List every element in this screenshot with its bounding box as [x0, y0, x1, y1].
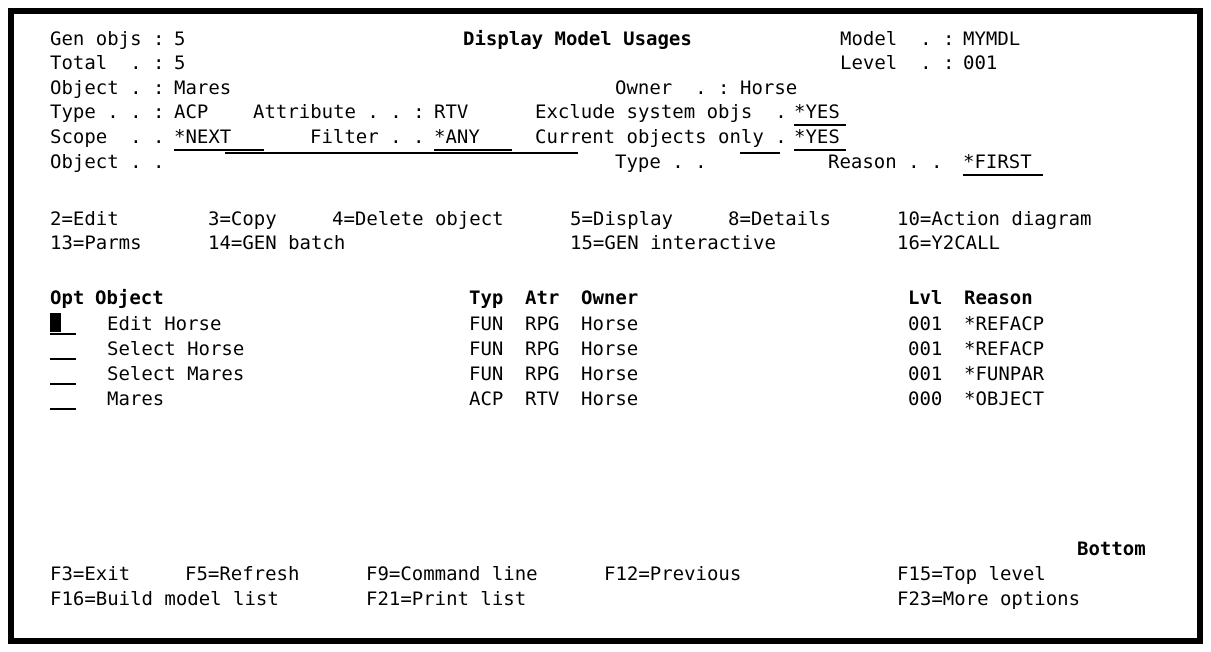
fkey-f9-command-line[interactable]: F9=Command line [366, 563, 538, 585]
fkey-f5-refresh[interactable]: F5=Refresh [185, 563, 300, 585]
reason-label: Reason . . [828, 151, 943, 173]
page-title: Display Model Usages [463, 28, 692, 50]
fkey-f23-more-options[interactable]: F23=More options [897, 588, 1081, 610]
column-header-lvl: Lvl [908, 287, 943, 309]
row-2-object: Select Horse [107, 338, 245, 360]
model-value: MYMDL [963, 28, 1021, 50]
option-3-copy[interactable]: 3=Copy [208, 208, 277, 230]
option-2-edit[interactable]: 2=Edit [50, 208, 119, 230]
option-13-parms[interactable]: 13=Parms [50, 232, 142, 254]
row-2-owner: Horse [581, 338, 639, 360]
option-4-delete-object[interactable]: 4=Delete object [332, 208, 504, 230]
type-value: ACP [174, 101, 209, 123]
scope-label: Scope . . [50, 126, 165, 148]
option-8-details[interactable]: 8=Details [728, 208, 831, 230]
row-2-opt-input[interactable] [50, 338, 76, 360]
column-header-atr: Atr [525, 287, 560, 309]
row-1-lvl: 001 [908, 313, 943, 335]
row-3-object: Select Mares [107, 363, 245, 385]
option-16-y2call[interactable]: 16=Y2CALL [897, 232, 1000, 254]
row-3-opt-input[interactable] [50, 363, 76, 385]
exclude-system-objs-field[interactable]: *YES [794, 101, 846, 126]
type-filter-label: Type . . [615, 151, 707, 173]
row-2-atr: RPG [525, 338, 560, 360]
fkey-f12-previous[interactable]: F12=Previous [604, 563, 742, 585]
object-filter-label: Object . . [50, 151, 165, 173]
row-2-typ: FUN [469, 338, 504, 360]
attribute-label: Attribute . . : [253, 101, 425, 123]
filter-field[interactable]: *ANY [434, 126, 512, 151]
row-4-owner: Horse [581, 388, 639, 410]
row-3-atr: RPG [525, 363, 560, 385]
model-label: Model . : [840, 28, 955, 50]
fkey-f16-build-model-list[interactable]: F16=Build model list [50, 588, 279, 610]
total-label: Total . : [50, 52, 165, 74]
fkey-f3-exit[interactable]: F3=Exit [50, 563, 131, 585]
row-2-lvl: 001 [908, 338, 943, 360]
gen-objs-value: 5 [174, 28, 186, 50]
gen-objs-label: Gen objs : [50, 28, 165, 50]
row-4-reason: *OBJECT [964, 388, 1045, 410]
filter-label: Filter . . [310, 126, 425, 148]
row-3-lvl: 001 [908, 363, 943, 385]
column-header-reason: Reason [964, 287, 1033, 309]
option-14-gen-batch[interactable]: 14=GEN batch [208, 232, 346, 254]
option-5-display[interactable]: 5=Display [570, 208, 673, 230]
row-4-lvl: 000 [908, 388, 943, 410]
list-position-indicator: Bottom [1077, 538, 1146, 560]
current-objects-only-field[interactable]: *YES [794, 126, 846, 151]
type-filter-field[interactable] [740, 151, 780, 154]
row-1-object: Edit Horse [107, 313, 222, 335]
option-10-action-diagram[interactable]: 10=Action diagram [897, 208, 1092, 230]
fkey-f21-print-list[interactable]: F21=Print list [366, 588, 527, 610]
text-cursor [50, 313, 61, 332]
column-header-typ: Typ [469, 287, 504, 309]
column-header-object: Object [95, 287, 164, 309]
level-label: Level . : [840, 52, 955, 74]
row-1-opt-input[interactable] [50, 313, 76, 335]
row-1-atr: RPG [525, 313, 560, 335]
row-2-reason: *REFACP [964, 338, 1045, 360]
row-4-opt-input[interactable] [50, 388, 76, 410]
attribute-value: RTV [434, 101, 469, 123]
reason-field[interactable]: *FIRST [963, 151, 1043, 176]
current-objects-only-label: Current objects only . [535, 126, 787, 148]
column-header-owner: Owner [581, 287, 639, 309]
scope-field[interactable]: *NEXT [174, 126, 264, 151]
row-3-reason: *FUNPAR [964, 363, 1045, 385]
level-value: 001 [963, 52, 998, 74]
type-label: Type . . : [50, 101, 165, 123]
row-4-object: Mares [107, 388, 165, 410]
object-value: Mares [174, 77, 232, 99]
row-3-owner: Horse [581, 363, 639, 385]
exclude-system-objs-label: Exclude system objs . [535, 101, 787, 123]
owner-label: Owner . : [615, 77, 730, 99]
owner-value: Horse [740, 77, 798, 99]
row-4-atr: RTV [525, 388, 560, 410]
column-header-opt: Opt [50, 287, 85, 309]
row-4-typ: ACP [469, 388, 504, 410]
row-3-typ: FUN [469, 363, 504, 385]
object-label: Object . : [50, 77, 165, 99]
option-15-gen-interactive[interactable]: 15=GEN interactive [570, 232, 776, 254]
row-1-reason: *REFACP [964, 313, 1045, 335]
fkey-f15-top-level[interactable]: F15=Top level [897, 563, 1046, 585]
row-1-owner: Horse [581, 313, 639, 335]
row-1-typ: FUN [469, 313, 504, 335]
object-filter-field[interactable] [225, 151, 578, 154]
total-value: 5 [174, 52, 186, 74]
